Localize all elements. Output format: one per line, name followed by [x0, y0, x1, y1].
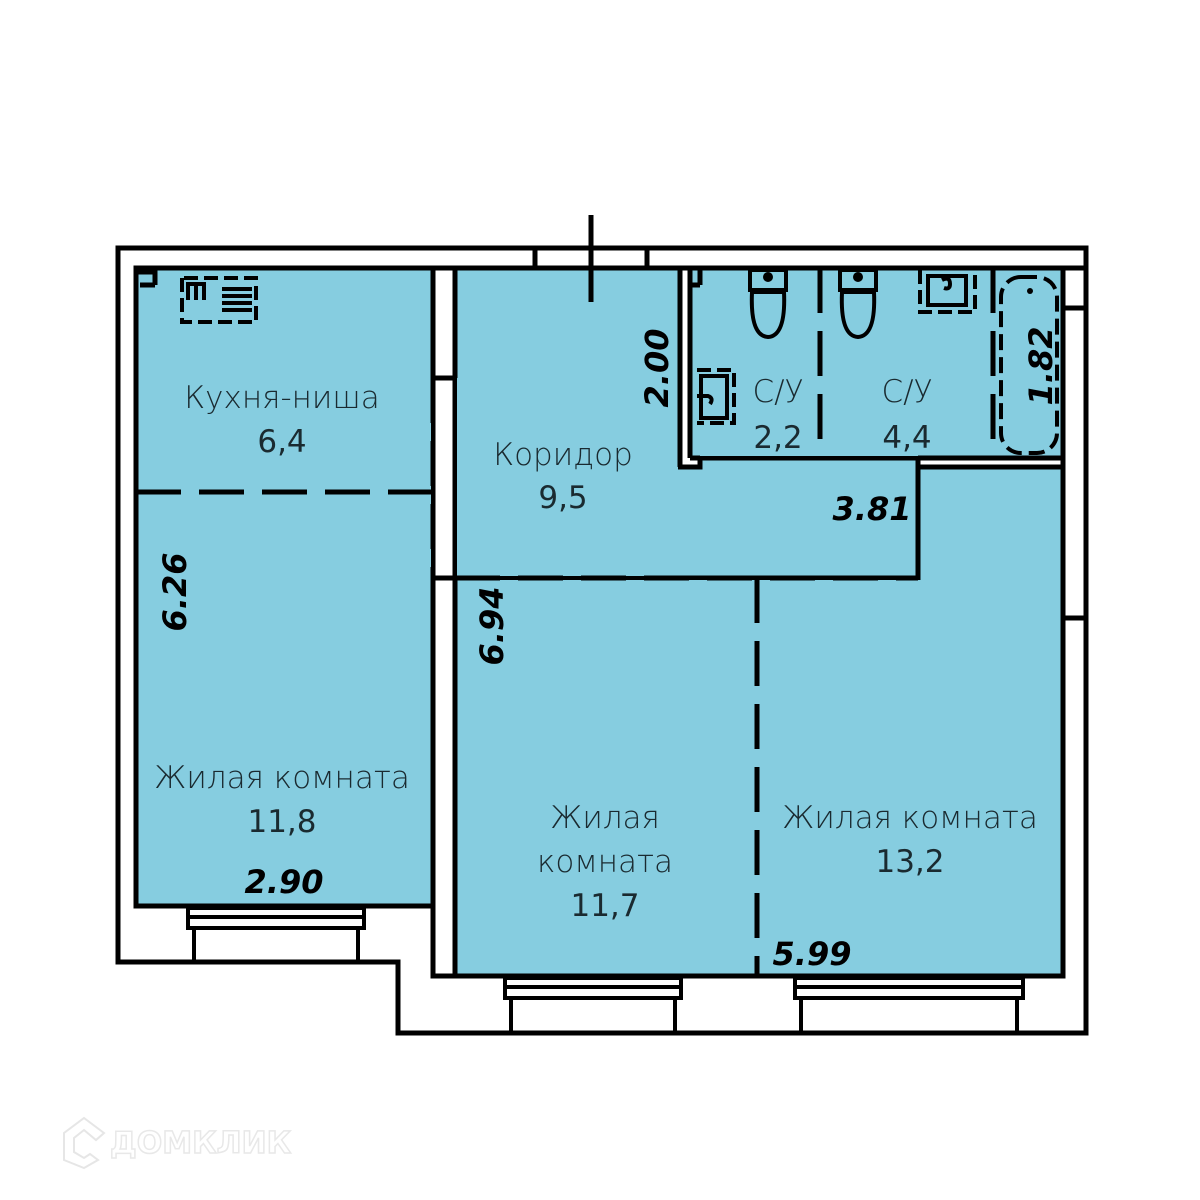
windows — [186, 906, 1025, 1033]
dim-corridor-length: 3.81 — [833, 490, 912, 528]
dim-right-room-width: 5.99 — [773, 935, 852, 973]
room-name-living-left: Жилая комната — [154, 760, 410, 796]
room-name-corridor: Коридор — [493, 437, 633, 473]
toilet-icon — [748, 268, 788, 340]
room-area-living-middle: 11,7 — [570, 888, 639, 924]
room-name-bath-small: С/У — [753, 374, 804, 410]
bathtub-icon — [999, 275, 1059, 455]
zone-separators — [136, 268, 996, 976]
room-name-living-right: Жилая комната — [782, 800, 1038, 836]
watermark-text: ДОМКЛИК — [110, 1126, 292, 1161]
dim-middle-room-length: 6.94 — [473, 587, 511, 666]
toilet-icon-2 — [838, 268, 878, 340]
room-name-living-middle-1: Жилая — [550, 800, 660, 836]
dim-corridor-width: 2.00 — [638, 329, 676, 408]
dim-left-room-length: 6.26 — [156, 553, 194, 632]
house-logo-icon — [63, 1116, 106, 1170]
dim-left-room-width: 2.90 — [245, 863, 324, 901]
room-labels: Кухня-ниша 6,4 Коридор 9,5 С/У 2,2 С/У 4… — [154, 374, 1038, 924]
room-name-kitchen: Кухня-ниша — [184, 380, 379, 416]
room-name-living-middle-2: комната — [537, 844, 673, 880]
room-area-living-right: 13,2 — [875, 844, 944, 880]
dimension-labels: 2.00 1.82 3.81 6.26 6.94 2.90 5.99 — [156, 327, 1060, 973]
room-name-bath-large: С/У — [882, 374, 933, 410]
outer-walls — [115, 245, 1089, 1036]
room-area-kitchen: 6,4 — [257, 424, 306, 460]
room-area-living-left: 11,8 — [247, 804, 316, 840]
sink-icon-small — [697, 368, 736, 425]
sink-icon — [918, 270, 977, 314]
room-area-bath-small: 2,2 — [753, 420, 802, 456]
dim-bath-length: 1.82 — [1022, 327, 1060, 406]
stove-icon — [180, 276, 258, 324]
room-area-bath-large: 4,4 — [882, 420, 931, 456]
room-area-corridor: 9,5 — [538, 480, 587, 516]
watermark: ДОМКЛИК — [63, 1116, 292, 1170]
